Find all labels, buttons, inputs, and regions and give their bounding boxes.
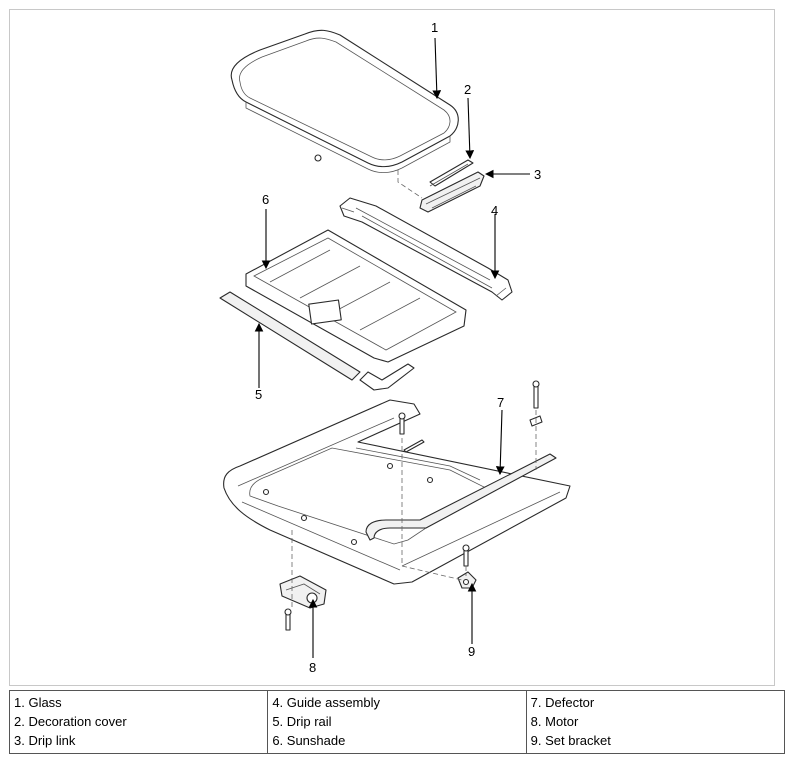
drip-rail-part bbox=[219, 291, 415, 391]
drip-link-part bbox=[419, 171, 485, 213]
legend-item-defector: 7. Defector bbox=[530, 695, 595, 710]
deflector-part bbox=[365, 453, 557, 541]
callout-4: 4 bbox=[491, 203, 498, 218]
callout-5: 5 bbox=[255, 387, 262, 402]
legend-item-glass: 1. Glass bbox=[14, 695, 62, 710]
callout-6: 6 bbox=[262, 192, 269, 207]
legend-item-drip-rail: 5. Drip rail bbox=[272, 714, 332, 729]
legend-column-2: 4. Guide assembly 5. Drip rail 6. Sunsha… bbox=[267, 690, 527, 754]
parts-legend-table: 1. Glass 2. Decoration cover 3. Drip lin… bbox=[8, 690, 786, 754]
callout-3: 3 bbox=[534, 167, 541, 182]
exploded-diagram: 1 2 3 4 6 5 7 8 9 bbox=[9, 9, 775, 686]
legend-row: 1. Glass 2. Decoration cover 3. Drip lin… bbox=[8, 690, 786, 754]
legend-item-guide-assembly: 4. Guide assembly bbox=[272, 695, 380, 710]
callout-8: 8 bbox=[309, 660, 316, 675]
legend-item-set-bracket: 9. Set bracket bbox=[530, 733, 611, 748]
legend-item-sunshade: 6. Sunshade bbox=[272, 733, 346, 748]
legend-item-motor: 8. Motor bbox=[530, 714, 579, 729]
callout-1: 1 bbox=[431, 20, 438, 35]
guide-assembly-part bbox=[339, 197, 513, 301]
legend-column-3: 7. Defector 8. Motor 9. Set bracket bbox=[525, 690, 786, 754]
legend-column-1: 1. Glass 2. Decoration cover 3. Drip lin… bbox=[8, 690, 269, 754]
motor-part bbox=[279, 575, 327, 609]
sunroof-exploded-view: 1 2 3 4 6 5 7 8 9 bbox=[219, 20, 571, 675]
callout-9: 9 bbox=[468, 644, 475, 659]
sunshade-part bbox=[245, 229, 467, 363]
bolt-parts bbox=[284, 380, 543, 631]
decoration-cover-part bbox=[429, 159, 474, 187]
legend-item-decoration-cover: 2. Decoration cover bbox=[14, 714, 127, 729]
sunroof-frame-part bbox=[223, 399, 571, 585]
callout-2: 2 bbox=[464, 82, 471, 97]
legend-item-drip-link: 3. Drip link bbox=[14, 733, 76, 748]
glass-part bbox=[230, 29, 459, 174]
callout-7: 7 bbox=[497, 395, 504, 410]
